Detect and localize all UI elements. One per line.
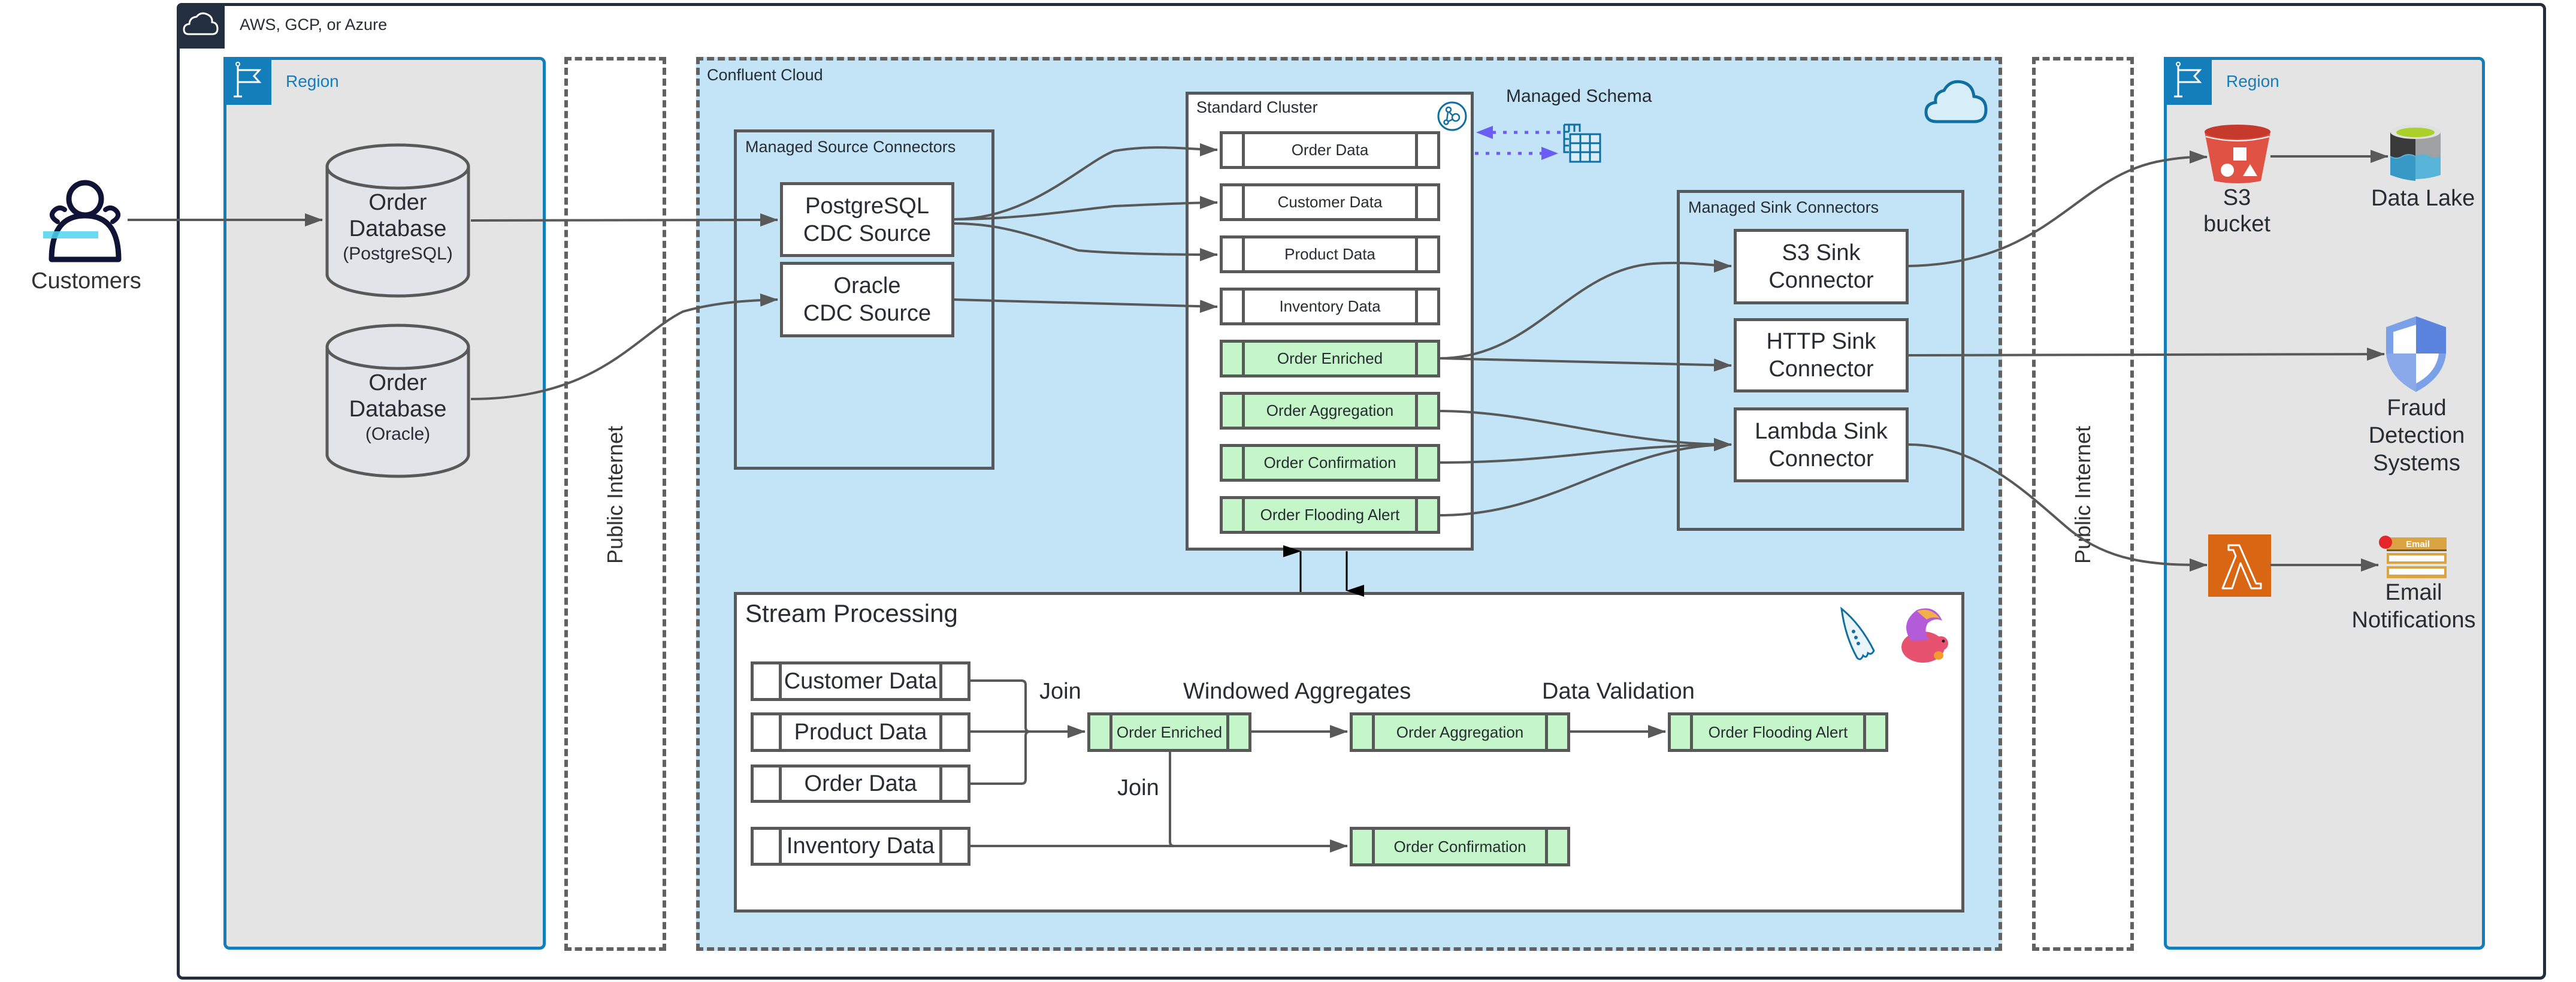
join-label-2: Join xyxy=(1117,775,1159,800)
right-region xyxy=(2164,57,2485,950)
db-line2: Database xyxy=(349,216,447,241)
sp-output-order-enriched[interactable]: Order Enriched xyxy=(1087,712,1251,752)
public-internet-label-left: Public Internet xyxy=(603,425,627,564)
cloud-icon xyxy=(183,12,219,35)
fraud-line3: Systems xyxy=(2373,451,2460,476)
db-line3: (PostgreSQL) xyxy=(343,244,453,264)
email-line1: Email xyxy=(2385,580,2442,605)
db-line1: Order xyxy=(368,370,427,395)
connector-line1: PostgreSQL xyxy=(805,193,929,219)
connector-line1: S3 Sink xyxy=(1782,240,1861,265)
data-lake-label: Data Lake xyxy=(2371,186,2475,211)
s3-bucket-icon[interactable] xyxy=(2203,123,2272,185)
left-region-header xyxy=(223,57,271,105)
sp-output-order-confirmation[interactable]: Order Confirmation xyxy=(1350,827,1570,866)
oracle-cdc-source-connector[interactable]: Oracle CDC Source xyxy=(780,262,954,337)
right-region-header xyxy=(2164,57,2212,105)
cluster-icon xyxy=(1437,101,1467,131)
shield-icon[interactable] xyxy=(2385,315,2447,393)
sp-input-inventory-data[interactable]: Inventory Data xyxy=(751,827,970,866)
s3-sink-connector[interactable]: S3 Sink Connector xyxy=(1734,229,1909,304)
data-validation-label: Data Validation xyxy=(1542,679,1695,704)
topic-inventory-data[interactable]: Inventory Data xyxy=(1220,288,1440,325)
s3-line2: bucket xyxy=(2203,211,2270,237)
stream-processing-title: Stream Processing xyxy=(745,599,958,627)
http-sink-connector[interactable]: HTTP Sink Connector xyxy=(1734,318,1909,392)
source-connectors-label: Managed Source Connectors xyxy=(745,138,956,156)
email-icon[interactable]: Email xyxy=(2377,535,2448,581)
sp-input-order-data[interactable]: Order Data xyxy=(751,765,970,803)
schema-registry-icon[interactable] xyxy=(1562,123,1604,163)
email-badge-text: Email xyxy=(2406,539,2430,549)
cluster-label: Standard Cluster xyxy=(1196,98,1318,116)
managed-schema-label: Managed Schema xyxy=(1506,86,1652,106)
connector-line2: Connector xyxy=(1768,356,1874,382)
order-database-postgresql[interactable]: Order Database (PostgreSQL) xyxy=(325,143,471,298)
fraud-detection-label: Fraud Detection Systems xyxy=(2357,394,2477,477)
connector-line1: Oracle xyxy=(833,273,901,298)
sp-input-customer-data[interactable]: Customer Data xyxy=(751,661,970,701)
provider-header-tab xyxy=(177,3,225,49)
s3-line1: S3 xyxy=(2223,185,2251,210)
topic-order-data[interactable]: Order Data xyxy=(1220,131,1440,169)
connector-line2: CDC Source xyxy=(803,220,932,246)
connector-line2: Connector xyxy=(1768,446,1874,472)
topic-order-aggregation[interactable]: Order Aggregation xyxy=(1220,392,1440,430)
users-icon xyxy=(43,180,122,262)
fraud-line2: Detection xyxy=(2368,423,2465,448)
db-line3: (Oracle) xyxy=(365,424,431,444)
flag-icon xyxy=(234,62,262,98)
db-line1: Order xyxy=(368,190,427,215)
lambda-icon[interactable] xyxy=(2208,534,2271,597)
provider-label: AWS, GCP, or Azure xyxy=(240,16,388,34)
ksqldb-icon xyxy=(1840,606,1875,660)
database-icon xyxy=(325,324,470,478)
database-icon xyxy=(325,143,470,298)
left-region-label: Region xyxy=(286,72,339,90)
connector-line2: Connector xyxy=(1768,268,1874,293)
connector-line2: CDC Source xyxy=(803,301,932,326)
windowed-aggregates-label: Windowed Aggregates xyxy=(1183,679,1411,704)
email-notifications-label: Email Notifications xyxy=(2351,579,2477,634)
db-line2: Database xyxy=(349,397,447,422)
topic-order-enriched[interactable]: Order Enriched xyxy=(1220,340,1440,377)
cloud-icon xyxy=(1924,80,1988,123)
sp-input-product-data[interactable]: Product Data xyxy=(751,712,970,752)
topic-customer-data[interactable]: Customer Data xyxy=(1220,183,1440,221)
connector-line1: Lambda Sink xyxy=(1755,418,1888,444)
topic-order-flooding-alert[interactable]: Order Flooding Alert xyxy=(1220,496,1440,534)
s3-bucket-label: S3 bucket xyxy=(2195,185,2279,237)
connector-line1: HTTP Sink xyxy=(1766,329,1876,354)
topic-product-data[interactable]: Product Data xyxy=(1220,235,1440,273)
confluent-cloud-label: Confluent Cloud xyxy=(707,66,823,84)
topic-order-confirmation[interactable]: Order Confirmation xyxy=(1220,444,1440,482)
right-region-label: Region xyxy=(2226,72,2279,90)
customers-label: Customers xyxy=(31,268,141,294)
sink-connectors-label: Managed Sink Connectors xyxy=(1688,198,1879,216)
order-database-oracle[interactable]: Order Database (Oracle) xyxy=(325,323,471,479)
public-internet-zone-left xyxy=(564,57,666,951)
postgresql-cdc-source-connector[interactable]: PostgreSQL CDC Source xyxy=(780,182,954,257)
email-line2: Notifications xyxy=(2351,608,2476,633)
join-label-1: Join xyxy=(1039,679,1081,704)
sp-output-order-flooding-alert[interactable]: Order Flooding Alert xyxy=(1668,712,1888,752)
fraud-line1: Fraud xyxy=(2387,395,2447,421)
flink-squirrel-icon xyxy=(1901,608,1948,663)
public-internet-label-right: Public Internet xyxy=(2070,425,2095,564)
flag-icon xyxy=(2174,62,2202,98)
lambda-sink-connector[interactable]: Lambda Sink Connector xyxy=(1734,407,1909,482)
cloud-provider-frame xyxy=(177,3,2546,980)
sp-output-order-aggregation[interactable]: Order Aggregation xyxy=(1350,712,1570,752)
data-lake-icon[interactable] xyxy=(2389,123,2442,182)
